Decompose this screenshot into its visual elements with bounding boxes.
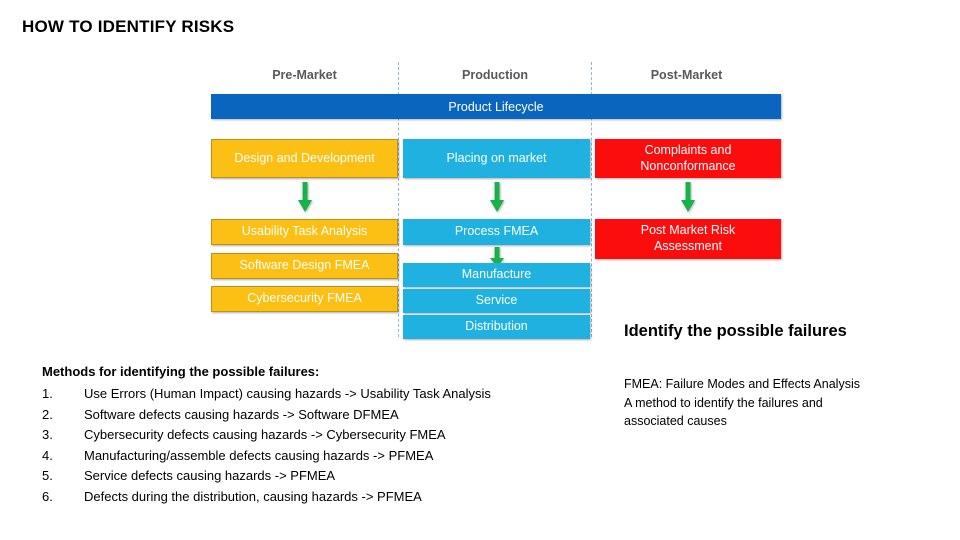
fmea-definition-note: FMEA: Failure Modes and Effects Analysis… bbox=[624, 375, 924, 431]
list-item-number: 6. bbox=[42, 488, 53, 504]
page-title: HOW TO IDENTIFY RISKS bbox=[22, 17, 235, 36]
method-box-cybersecurity-fmea[interactable]: Cybersecurity FMEA bbox=[211, 286, 398, 312]
method-box-line-2: Assessment bbox=[653, 239, 723, 253]
list-item: 6. Defects during the distribution, caus… bbox=[42, 487, 582, 508]
list-item-text: Software defects causing hazards -> Soft… bbox=[84, 406, 399, 422]
stage-box-line-2: Nonconformance bbox=[640, 158, 736, 173]
fmea-note-line-1: FMEA: Failure Modes and Effects Analysis bbox=[624, 377, 860, 391]
list-item: 3. Cybersecurity defects causing hazards… bbox=[42, 425, 582, 446]
list-item-number: 3. bbox=[42, 427, 53, 443]
methods-title: Methods for identifying the possible fai… bbox=[42, 364, 320, 379]
list-item: 5. Service defects causing hazards -> PF… bbox=[42, 466, 582, 487]
method-box-line-1: Post Market Risk bbox=[640, 223, 736, 238]
stage-box-line-1: Complaints and bbox=[644, 142, 732, 157]
list-item-number: 2. bbox=[42, 406, 53, 422]
list-item-text: Cybersecurity defects causing hazards ->… bbox=[84, 427, 446, 443]
method-box-usability-task-analysis[interactable]: Usability Task Analysis bbox=[211, 219, 398, 245]
product-lifecycle-bar: Product Lifecycle bbox=[211, 94, 781, 119]
fmea-note-line-2: A method to identify the failures and bbox=[624, 395, 823, 410]
list-item-text: Defects during the distribution, causing… bbox=[84, 488, 422, 504]
list-item-number: 5. bbox=[42, 468, 53, 484]
method-box-distribution[interactable]: Distribution bbox=[403, 315, 590, 339]
list-item-text: Service defects causing hazards -> PFMEA bbox=[84, 468, 336, 484]
method-box-manufacture[interactable]: Manufacture bbox=[403, 263, 590, 287]
phase-header-post-market: Post-Market bbox=[650, 68, 723, 82]
phase-header-pre-market: Pre-Market bbox=[272, 68, 337, 82]
method-box-process-fmea[interactable]: Process FMEA bbox=[403, 219, 590, 245]
stage-box-complaints-and-nonconformance[interactable]: Complaints and Nonconformance bbox=[595, 139, 781, 178]
list-item-number: 4. bbox=[42, 447, 53, 463]
method-box-service[interactable]: Service bbox=[403, 289, 590, 313]
down-arrow-icon bbox=[490, 182, 504, 212]
phase-header-production: Production bbox=[462, 68, 528, 82]
product-lifecycle-diagram: Pre-Market Production Post-Market Produc… bbox=[211, 62, 781, 339]
identify-failures-heading: Identify the possible failures bbox=[624, 322, 847, 340]
down-arrow-icon bbox=[681, 182, 695, 212]
down-arrow-icon bbox=[298, 182, 312, 212]
fmea-note-line-3: associated causes bbox=[624, 414, 727, 428]
list-item: 4. Manufacturing/assemble defects causin… bbox=[42, 446, 582, 467]
down-arrow-icon bbox=[490, 247, 504, 267]
phase-separator-premarket-production bbox=[398, 62, 399, 337]
stage-box-design-and-development[interactable]: Design and Development bbox=[211, 139, 398, 178]
methods-list: 1. Use Errors (Human Impact) causing haz… bbox=[42, 384, 582, 507]
phase-separator-production-postmarket bbox=[591, 62, 592, 337]
stage-box-placing-on-market[interactable]: Placing on market bbox=[403, 139, 590, 178]
list-item: 2. Software defects causing hazards -> S… bbox=[42, 405, 582, 426]
methods-section: Methods for identifying the possible fai… bbox=[42, 362, 582, 507]
list-item-text: Manufacturing/assemble defects causing h… bbox=[84, 447, 434, 463]
list-item: 1. Use Errors (Human Impact) causing haz… bbox=[42, 384, 582, 405]
list-item-text: Use Errors (Human Impact) causing hazard… bbox=[84, 386, 491, 402]
list-item-number: 1. bbox=[42, 386, 53, 402]
method-box-software-design-fmea[interactable]: Software Design FMEA bbox=[211, 253, 398, 279]
method-box-post-market-risk-assessment[interactable]: Post Market Risk Assessment bbox=[595, 219, 781, 259]
